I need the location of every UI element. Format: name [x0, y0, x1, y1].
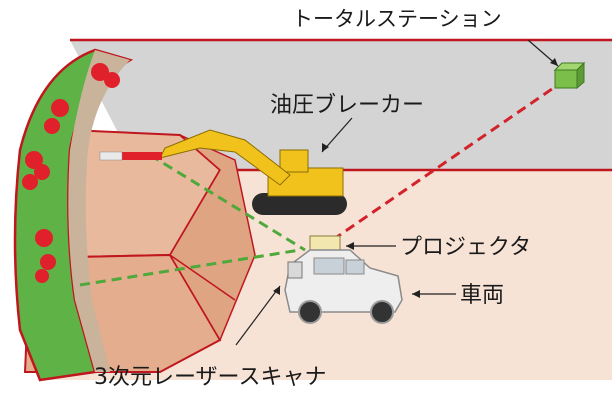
red-dot	[34, 164, 50, 180]
red-dot	[51, 99, 69, 117]
vehicle-wheel	[370, 300, 394, 324]
red-dots-group	[22, 63, 120, 283]
callout-scanner	[235, 285, 281, 346]
label-scanner: 3次元レーザースキャナ	[94, 365, 326, 390]
arrowhead-total-station	[550, 58, 558, 66]
projector	[309, 235, 341, 251]
vehicle-window	[345, 259, 365, 275]
excavator-track	[252, 193, 347, 215]
red-dot	[35, 229, 53, 247]
label-breaker: 油圧ブレーカー	[270, 93, 424, 118]
vehicle-wheel	[298, 300, 322, 324]
red-dot	[91, 63, 109, 81]
excavator-cab	[279, 149, 309, 173]
label-vehicle: 車両	[460, 283, 504, 308]
arrowhead-vehicle	[412, 290, 420, 298]
tunnel-face-side	[169, 134, 256, 342]
total-station-cube	[553, 61, 586, 90]
red-dot	[44, 118, 60, 134]
label-projector: プロジェクタ	[400, 235, 531, 260]
red-laser-beam	[317, 78, 566, 252]
red-dot	[25, 151, 43, 169]
label-total-station: トータルステーション	[292, 7, 502, 31]
breaker-head	[99, 151, 123, 161]
red-dot	[22, 174, 38, 190]
callout-arrowheads	[273, 58, 558, 298]
face-crease	[169, 254, 236, 301]
vehicle	[284, 249, 403, 324]
arrowhead-scanner	[273, 286, 280, 295]
excavator	[99, 129, 347, 215]
vehicle-window	[313, 257, 345, 275]
green-laser-beam-lower	[79, 248, 301, 287]
scanner-unit	[287, 261, 303, 279]
red-dot	[40, 254, 56, 270]
rock-texture-band	[68, 50, 130, 372]
arrowhead-projector	[346, 242, 354, 250]
arrowhead-breaker	[322, 143, 329, 152]
breaker-chisel	[100, 152, 162, 160]
red-dot	[35, 269, 49, 283]
red-dot	[104, 72, 120, 88]
green-laser-beam-upper	[149, 153, 306, 252]
